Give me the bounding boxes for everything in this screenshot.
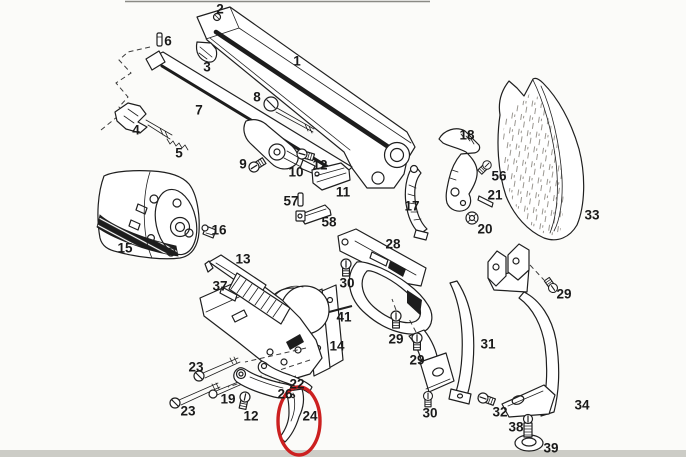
part-label-21: 21 — [487, 188, 503, 203]
part-label-33: 33 — [584, 208, 600, 223]
part-label-30: 30 — [422, 406, 437, 421]
part-label-30: 30 — [339, 276, 354, 291]
part-30-screw-upper — [340, 258, 352, 277]
part-label-20: 20 — [477, 222, 492, 237]
part-label-38: 38 — [508, 420, 524, 435]
part-18-hammer — [438, 128, 481, 212]
part-label-18: 18 — [459, 128, 475, 143]
part-16-nipple — [201, 224, 217, 239]
part-23-screw-lower — [169, 382, 221, 409]
part-label-29: 29 — [388, 332, 403, 347]
part-label-14: 14 — [329, 339, 345, 354]
part-15-cylinder — [96, 170, 200, 260]
part-38-screw — [522, 413, 534, 438]
part-13-frame — [199, 254, 330, 381]
part-label-26: 26 — [277, 387, 293, 402]
part-5-latch-spring — [166, 138, 189, 151]
part-label-56: 56 — [491, 169, 507, 184]
part-label-15: 15 — [117, 241, 133, 256]
part-4-latch — [114, 102, 173, 140]
part-label-17: 17 — [404, 199, 419, 214]
part-3-plunger — [195, 41, 218, 63]
part-34-backstrap — [487, 243, 560, 418]
part-label-34: 34 — [574, 398, 590, 413]
part-label-39: 39 — [543, 441, 558, 456]
part-label-19: 19 — [220, 392, 235, 407]
part-8-screw — [263, 96, 315, 134]
part-label-13: 13 — [235, 252, 251, 267]
part-label-12: 12 — [312, 158, 327, 173]
part-label-1: 1 — [293, 54, 301, 69]
part-19-screw — [208, 377, 250, 399]
part-6-pin — [156, 32, 163, 47]
ghost-outline — [100, 46, 151, 131]
part-label-4: 4 — [132, 123, 140, 138]
part-label-57: 57 — [283, 194, 298, 209]
part-31-mainspring — [448, 280, 475, 405]
part-58-latch — [295, 204, 332, 225]
part-57-pin — [297, 192, 304, 207]
part-label-3: 3 — [203, 60, 211, 75]
scan-edge-bottom — [0, 450, 686, 457]
part-1-barrel — [196, 6, 416, 189]
part-37-pin — [219, 286, 238, 302]
part-label-5: 5 — [175, 146, 183, 161]
part-label-8: 8 — [253, 90, 261, 105]
part-label-10: 10 — [288, 165, 303, 180]
part-label-24: 24 — [302, 409, 318, 424]
part-label-28: 28 — [385, 237, 401, 252]
part-label-2: 2 — [216, 2, 224, 17]
part-21-pin — [477, 195, 494, 208]
part-29-screw-b — [411, 332, 423, 351]
part-label-32: 32 — [492, 405, 507, 420]
part-label-58: 58 — [321, 215, 337, 230]
part-label-29: 29 — [556, 287, 571, 302]
part-label-31: 31 — [480, 337, 496, 352]
part-label-7: 7 — [195, 103, 203, 118]
part-22-sear-spring — [257, 360, 313, 394]
part-label-41: 41 — [336, 310, 352, 325]
part-label-29: 29 — [409, 353, 424, 368]
guard-leader-dashes — [391, 298, 417, 333]
part-label-22: 22 — [289, 377, 304, 392]
part-23-screw-upper — [193, 356, 241, 382]
part-label-9: 9 — [239, 157, 247, 172]
part-2-screw — [212, 12, 222, 22]
part-41-pin — [328, 305, 353, 313]
highlight-ellipse — [276, 385, 322, 457]
part-30-screw-lower — [422, 390, 434, 408]
part-29-screw-a — [390, 310, 402, 329]
part-39-washer — [514, 434, 544, 452]
part-17-hand-spring — [404, 164, 429, 241]
part-11-wedge — [311, 162, 351, 191]
part-label-16: 16 — [211, 223, 227, 238]
part-label-6: 6 — [164, 34, 172, 49]
part-20-roller — [465, 211, 479, 225]
part-label-23: 23 — [188, 360, 204, 375]
part-label-37: 37 — [212, 279, 227, 294]
part-label-11: 11 — [336, 185, 351, 200]
part-label-12: 12 — [243, 409, 258, 424]
part-33-grip — [497, 77, 585, 241]
part-label-23: 23 — [180, 404, 196, 419]
part-10-plunger-link — [243, 119, 316, 174]
